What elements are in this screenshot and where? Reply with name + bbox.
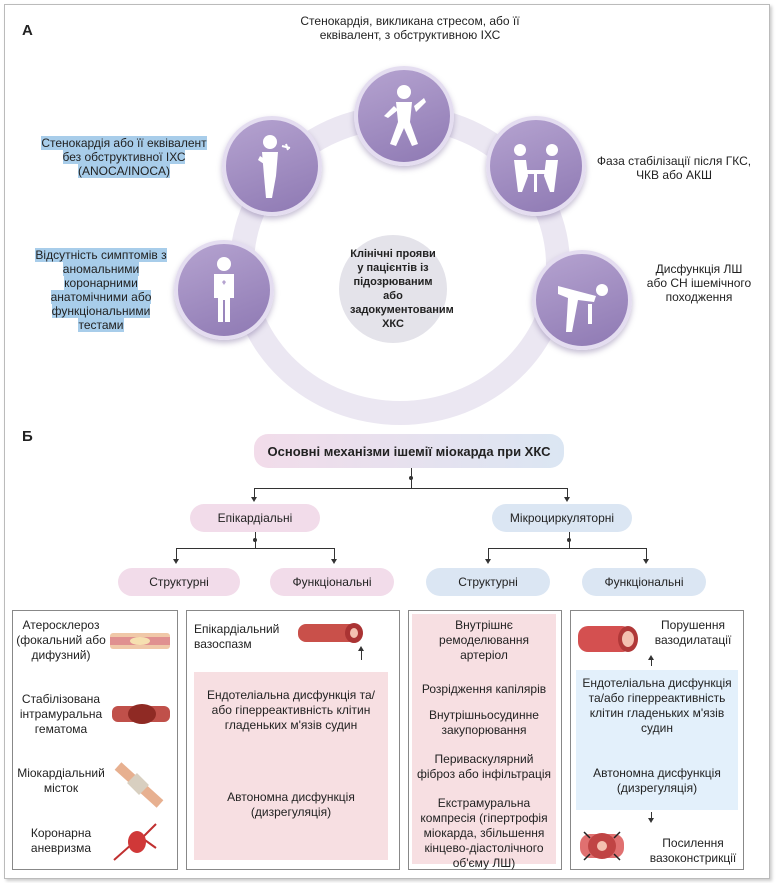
arrow xyxy=(564,497,570,502)
pill-micro-structural: Структурні xyxy=(426,568,550,596)
center-circle: Клінічні прояви у пацієнтів із підозрюва… xyxy=(339,235,454,343)
connector xyxy=(488,548,646,549)
item-stress-angina-text: Стенокардія, викликана стресом, або її е… xyxy=(300,14,520,42)
connector xyxy=(254,488,255,498)
center-text: Клінічні прояви у пацієнтів із підозрюва… xyxy=(350,248,454,330)
standing-person-icon xyxy=(214,257,234,322)
vasospasm-vessel-icon xyxy=(298,623,363,643)
aneurysm-icon xyxy=(113,823,157,861)
stressed-person-icon xyxy=(384,85,426,146)
connector xyxy=(651,812,652,818)
pill-epicardial: Епікардіальні xyxy=(190,504,320,532)
connector-dot xyxy=(409,476,413,480)
arrow xyxy=(648,655,654,660)
arrow xyxy=(173,559,179,564)
item-endothelial-micro: Ендотеліальна дисфункція та/або гіперреа… xyxy=(582,676,732,735)
item-endothelial: Ендотеліальна дисфункція та/або гіперреа… xyxy=(207,688,375,732)
item-lv-dysfunction-text: Дисфункція ЛШ або СН ішемічного походжен… xyxy=(646,262,752,304)
item-autonomic: Автономна дисфункція (дизрегуляція) xyxy=(227,790,355,819)
panel-a-label: А xyxy=(22,22,33,39)
item-aneurysm: Коронарна аневризма xyxy=(30,826,92,855)
item-fibrosis: Периваскулярний фіброз або інфільтрація xyxy=(416,752,552,781)
box4-inner-panel xyxy=(576,670,738,810)
connector xyxy=(488,548,489,560)
mechanisms-title: Основні механізми ішемії міокарда при ХК… xyxy=(254,434,564,468)
consultation-icon xyxy=(514,144,558,192)
arrow xyxy=(251,497,257,502)
arrow xyxy=(485,559,491,564)
constricted-vessel-icon xyxy=(580,831,624,861)
pill-epi-functional: Функціональні xyxy=(270,568,394,596)
item-enhanced-vasoconstriction: Посилення вазоконстрикції xyxy=(649,836,737,865)
pill-micro-functional: Функціональні xyxy=(582,568,706,596)
item-occlusion: Внутрішньосудинне закупорювання xyxy=(429,708,539,737)
connector xyxy=(567,488,568,498)
connector-dot xyxy=(253,538,257,542)
connector xyxy=(176,548,335,549)
connector-dot xyxy=(567,538,571,542)
item-asymptomatic-text: Відсутність симптомів з аномальними коро… xyxy=(35,248,167,332)
plaque-vessel-icon xyxy=(110,633,170,649)
connector xyxy=(646,548,647,560)
item-remodeling: Внутрішнє ремоделювання артеріол xyxy=(439,618,529,662)
item-rarefaction: Розрідження капілярів xyxy=(421,682,547,696)
pill-microcirculatory: Мікроциркуляторні xyxy=(492,504,632,532)
hematoma-vessel-icon xyxy=(112,704,170,724)
item-impaired-vasodilation: Порушення вазодилатації xyxy=(654,618,732,647)
panel-b-label: Б xyxy=(22,428,33,445)
arrow xyxy=(643,559,649,564)
bent-over-person-icon xyxy=(558,284,608,332)
chest-pain-person-icon xyxy=(258,135,291,198)
connector xyxy=(334,548,335,560)
arrow xyxy=(648,818,654,823)
pill-epi-structural: Структурні xyxy=(118,568,240,596)
connector xyxy=(361,651,362,660)
connector xyxy=(651,660,652,666)
circle-lv-dysfunction xyxy=(532,250,632,350)
item-vasospasm: Епікардіальний вазоспазм xyxy=(194,622,280,651)
circle-anoca xyxy=(222,116,322,216)
circle-stabilization xyxy=(486,116,586,216)
arrow xyxy=(331,559,337,564)
arrow xyxy=(358,646,364,651)
item-anoca-text: Стенокардія або її еквівалент без обстру… xyxy=(41,136,207,178)
connector xyxy=(254,488,568,489)
dilated-vessel-icon xyxy=(578,626,638,652)
box-epi-structural xyxy=(12,610,178,870)
item-bridge: Міокардіальний місток xyxy=(17,766,105,795)
item-stabilization-text: Фаза стабілізації після ГКС, ЧКВ або АКШ xyxy=(596,154,752,182)
item-compression: Екстрамуральна компресія (гіпертрофія мі… xyxy=(420,796,548,870)
item-autonomic-micro: Автономна дисфункція (дизрегуляція) xyxy=(593,766,721,795)
circle-stress-angina xyxy=(354,66,454,166)
box2-inner-panel xyxy=(194,672,388,860)
myocardial-bridge-icon xyxy=(114,762,164,808)
box3-inner-panel xyxy=(412,614,556,864)
item-atherosclerosis: Атеросклероз (фокальний або дифузний) xyxy=(16,618,106,662)
connector xyxy=(176,548,177,560)
item-hematoma: Стабілізована інтрамуральна гематома xyxy=(19,692,103,736)
circle-asymptomatic xyxy=(174,240,274,340)
